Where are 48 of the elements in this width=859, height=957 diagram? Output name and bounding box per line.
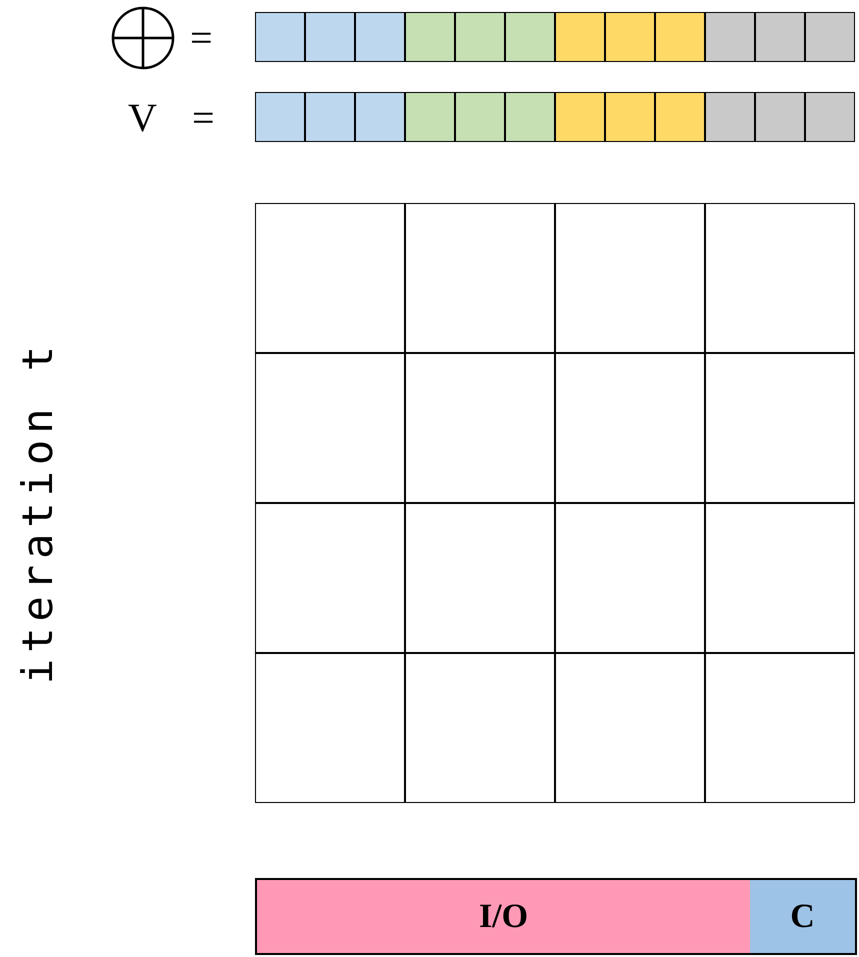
grid-cell <box>555 503 705 653</box>
axis-label: iteration t <box>17 340 59 684</box>
color-cell <box>605 12 655 62</box>
bar-segment <box>255 878 752 955</box>
color-cell <box>405 12 455 62</box>
color-cell <box>705 12 755 62</box>
grid-cell <box>255 653 405 803</box>
color-cell <box>305 92 355 142</box>
grid-cell <box>705 503 855 653</box>
color-cell <box>255 12 305 62</box>
segment-label: I/O <box>478 898 528 936</box>
color-cell <box>805 92 855 142</box>
color-cell <box>755 92 805 142</box>
grid-cell <box>555 353 705 503</box>
color-cell <box>655 12 705 62</box>
vector-label: V <box>128 98 157 138</box>
equals-sign: = <box>192 98 215 138</box>
segment-label: C <box>790 898 815 936</box>
grid-cell <box>705 203 855 353</box>
color-cell <box>455 92 505 142</box>
color-cell <box>505 92 555 142</box>
grid-cell <box>555 203 705 353</box>
grid-cell <box>405 203 555 353</box>
grid-cell <box>405 653 555 803</box>
color-cell <box>355 12 405 62</box>
grid-cell <box>405 353 555 503</box>
color-cell <box>555 12 605 62</box>
color-cell <box>805 12 855 62</box>
color-cell <box>455 12 505 62</box>
grid-cell <box>705 653 855 803</box>
grid-cell <box>255 353 405 503</box>
color-cell <box>305 12 355 62</box>
color-cell <box>605 92 655 142</box>
color-cell <box>255 92 305 142</box>
grid-cell <box>705 353 855 503</box>
color-cell <box>555 92 605 142</box>
grid-cell <box>255 503 405 653</box>
color-cell <box>755 12 805 62</box>
color-cell <box>505 12 555 62</box>
color-cell <box>405 92 455 142</box>
color-cell <box>355 92 405 142</box>
equals-sign: = <box>190 18 213 58</box>
grid-cell <box>255 203 405 353</box>
grid-cell <box>555 653 705 803</box>
bar-segment <box>750 878 857 955</box>
color-cell <box>655 92 705 142</box>
color-cell <box>705 92 755 142</box>
grid-cell <box>405 503 555 653</box>
